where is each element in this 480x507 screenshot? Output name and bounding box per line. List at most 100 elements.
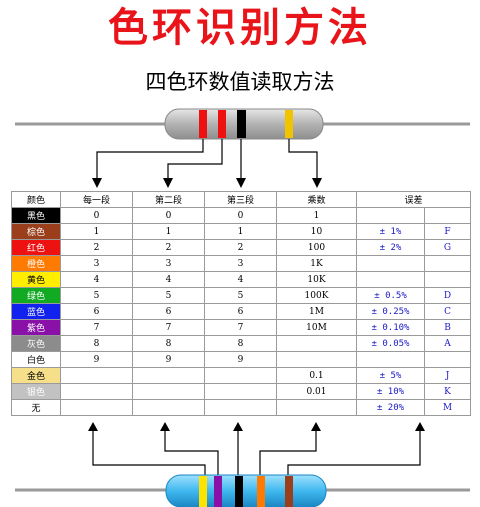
digit-1-cell: 9 [60, 351, 133, 368]
tolerance-code-cell: D [423, 287, 472, 304]
digit-2-cell: 8 [132, 335, 205, 352]
up-line-1 [92, 430, 206, 477]
tolerance-code-cell: G [423, 239, 472, 256]
digit-2-cell: 0 [132, 207, 205, 224]
digit-1-cell: 5 [60, 287, 133, 304]
header-multiplier: 乘数 [276, 191, 357, 208]
tolerance-code-cell [423, 255, 472, 272]
tolerance-code-cell [423, 207, 472, 224]
digit-2-cell: 9 [132, 351, 205, 368]
color-name-cell: 黄色 [11, 271, 61, 288]
digit-1-cell: 3 [60, 255, 133, 272]
color-name-cell: 金色 [11, 367, 61, 384]
up-arrow-head-4 [311, 422, 321, 431]
bottom-resistor-body [165, 474, 327, 507]
digit-1-cell [60, 383, 133, 400]
tolerance-code-cell: M [423, 399, 472, 416]
tolerance-code-cell: K [423, 383, 472, 400]
arrow-head-4 [312, 178, 322, 188]
up-line-4 [259, 430, 317, 477]
color-name-cell: 蓝色 [11, 303, 61, 320]
arrow-head-2 [163, 178, 173, 188]
digit-3-cell [204, 399, 277, 416]
digit-1-cell [60, 367, 133, 384]
header-tolerance: 误差 [355, 191, 472, 208]
color-name-cell: 红色 [11, 239, 61, 256]
tolerance-code-cell: B [423, 319, 472, 336]
bottom-band-5 [285, 476, 293, 507]
digit-2-cell [132, 383, 205, 400]
multiplier-cell [276, 351, 357, 368]
digit-3-cell: 9 [204, 351, 277, 368]
up-line-2 [164, 430, 219, 477]
color-name-cell: 银色 [11, 383, 61, 400]
tolerance-cell: ± 5% [356, 367, 425, 384]
digit-2-cell [132, 399, 205, 416]
band-2-red [218, 110, 226, 138]
multiplier-cell: 100 [276, 239, 357, 256]
page-title: 色环识别方法 [108, 5, 372, 51]
bottom-band-2 [214, 476, 222, 507]
up-arrow-head-5 [415, 422, 425, 431]
bottom-band-4 [257, 476, 265, 507]
digit-1-cell: 8 [60, 335, 133, 352]
digit-2-cell: 5 [132, 287, 205, 304]
digit-3-cell: 5 [204, 287, 277, 304]
multiplier-cell [276, 399, 357, 416]
digit-2-cell: 1 [132, 223, 205, 240]
digit-3-cell: 7 [204, 319, 277, 336]
up-arrow-head-1 [88, 422, 98, 431]
digit-1-cell [60, 399, 133, 416]
tolerance-cell: ± 0.10% [356, 319, 425, 336]
tolerance-cell: ± 0.25% [356, 303, 425, 320]
color-name-cell: 白色 [11, 351, 61, 368]
multiplier-cell: 1 [276, 207, 357, 224]
digit-2-cell: 7 [132, 319, 205, 336]
multiplier-cell: 1M [276, 303, 357, 320]
digit-1-cell: 0 [60, 207, 133, 224]
tolerance-cell [356, 255, 425, 272]
band-1-red [199, 110, 207, 138]
color-name-cell: 紫色 [11, 319, 61, 336]
five-band-resistor-diagram [15, 422, 470, 507]
header-digit-2: 第二段 [132, 191, 205, 208]
multiplier-cell: 1K [276, 255, 357, 272]
color-name-cell: 黑色 [11, 207, 61, 224]
pointer-line-4 [288, 139, 318, 180]
tolerance-cell [356, 351, 425, 368]
tolerance-code-cell: C [423, 303, 472, 320]
color-name-cell: 橙色 [11, 255, 61, 272]
multiplier-cell: 0.1 [276, 367, 357, 384]
table-row: 无 ± 20%M [11, 399, 472, 416]
digit-3-cell [204, 383, 277, 400]
multiplier-cell [276, 335, 357, 352]
tolerance-cell: ± 0.05% [356, 335, 425, 352]
digit-1-cell: 2 [60, 239, 133, 256]
tolerance-cell: ± 2% [356, 239, 425, 256]
multiplier-cell: 10M [276, 319, 357, 336]
digit-1-cell: 7 [60, 319, 133, 336]
header-color: 颜色 [11, 191, 61, 208]
tolerance-cell: ± 0.5% [356, 287, 425, 304]
tolerance-cell: ± 20% [356, 399, 425, 416]
digit-3-cell [204, 367, 277, 384]
digit-1-cell: 1 [60, 223, 133, 240]
up-arrow-head-3 [233, 422, 243, 431]
color-name-cell: 灰色 [11, 335, 61, 352]
color-name-cell: 棕色 [11, 223, 61, 240]
digit-3-cell: 3 [204, 255, 277, 272]
tolerance-cell: ± 1% [356, 223, 425, 240]
multiplier-cell: 100K [276, 287, 357, 304]
color-name-cell: 无 [11, 399, 61, 416]
multiplier-cell: 0.01 [276, 383, 357, 400]
